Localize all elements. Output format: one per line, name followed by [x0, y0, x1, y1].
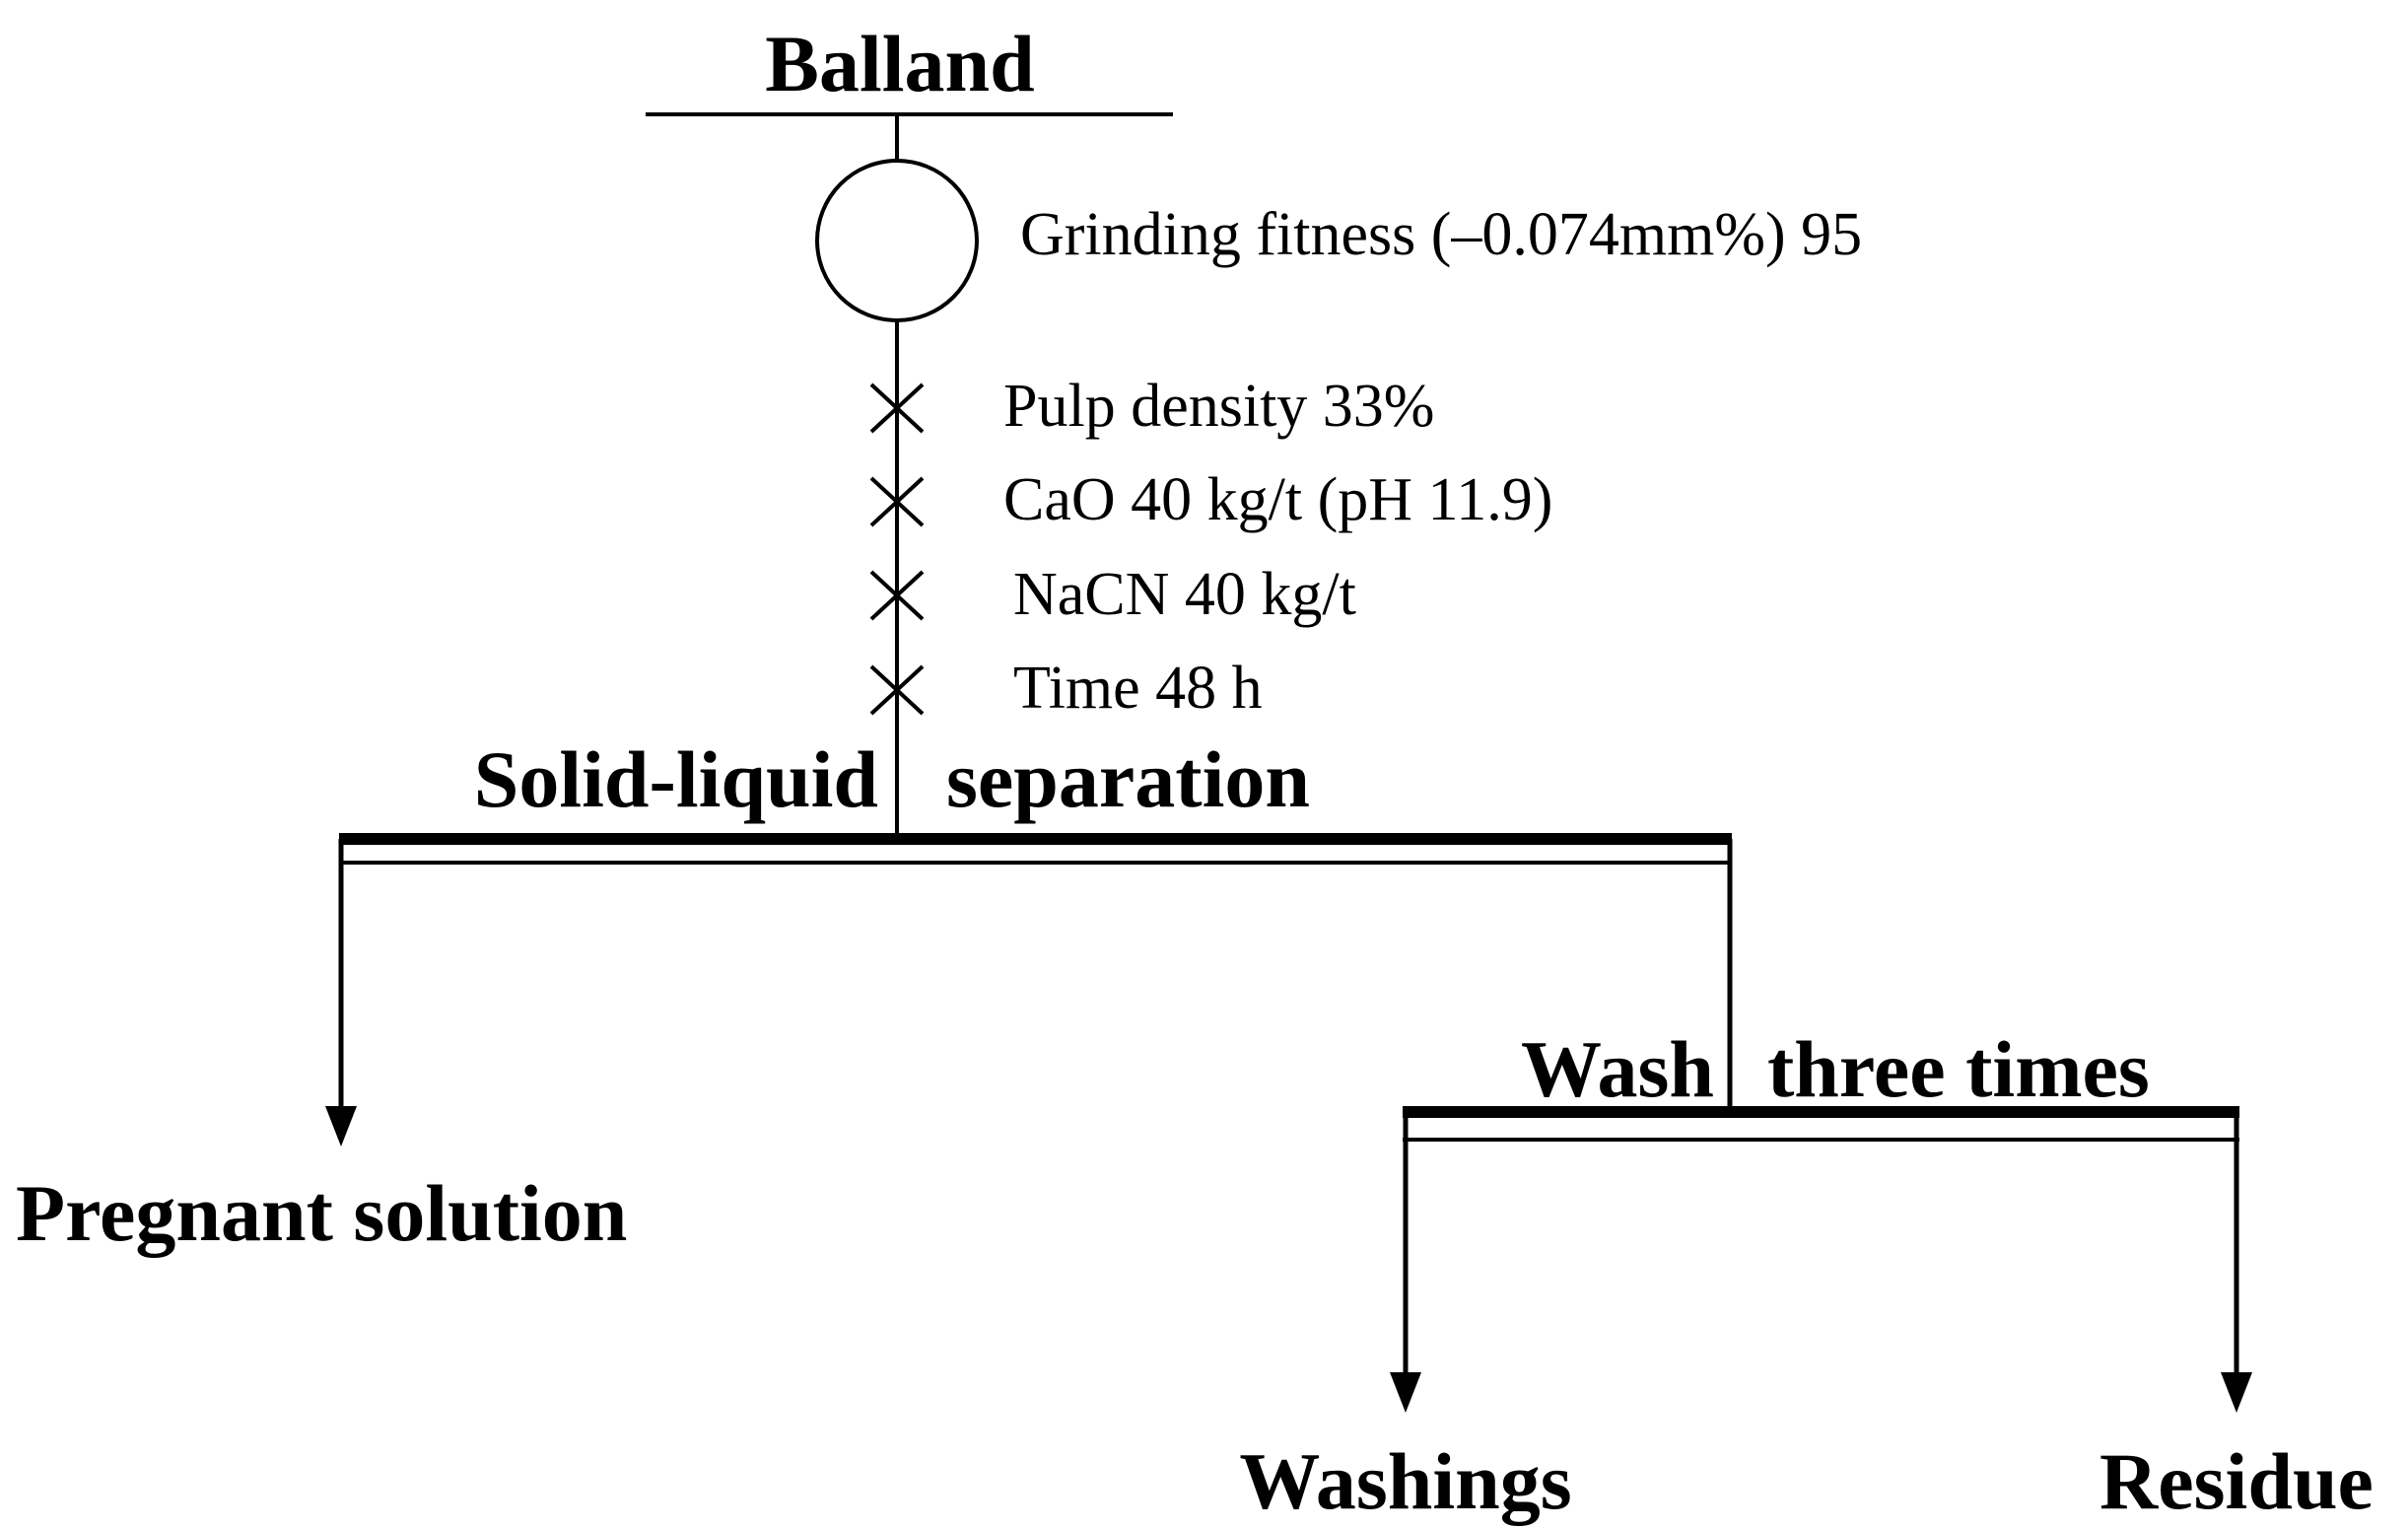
reagent-cross-icon: [869, 570, 925, 621]
residue-label: Residue: [2099, 1436, 2374, 1526]
arrow-down-icon: [1390, 1372, 1421, 1413]
separation-label-right: separation: [946, 734, 1310, 824]
condition-pulp-density: Pulp density 33%: [1003, 373, 1434, 440]
reagent-cross-icon: [869, 382, 925, 434]
separation-label-left: Solid-liquid: [474, 734, 878, 824]
pregnant-solution-label: Pregnant solution: [16, 1168, 627, 1258]
reagent-cross-icon: [869, 664, 925, 716]
condition-time: Time 48 h: [1013, 655, 1263, 722]
condition-nacn: NaCN 40 kg/t: [1013, 561, 1356, 628]
grinding-circle-icon: [815, 159, 979, 322]
condition-cao: CaO 40 kg/t (pH 11.9): [1003, 466, 1552, 533]
feed-title: Balland: [765, 19, 1034, 108]
washings-label: Washings: [1239, 1436, 1571, 1526]
grinding-label: Grinding fitness (–0.074mm%) 95: [1020, 201, 1862, 268]
reagent-cross-icon: [869, 476, 925, 527]
arrow-down-icon: [2221, 1372, 2252, 1413]
wash-label-left: Wash: [1521, 1024, 1714, 1114]
wash-label-right: three times: [1767, 1024, 2150, 1114]
arrow-down-icon: [325, 1106, 357, 1147]
